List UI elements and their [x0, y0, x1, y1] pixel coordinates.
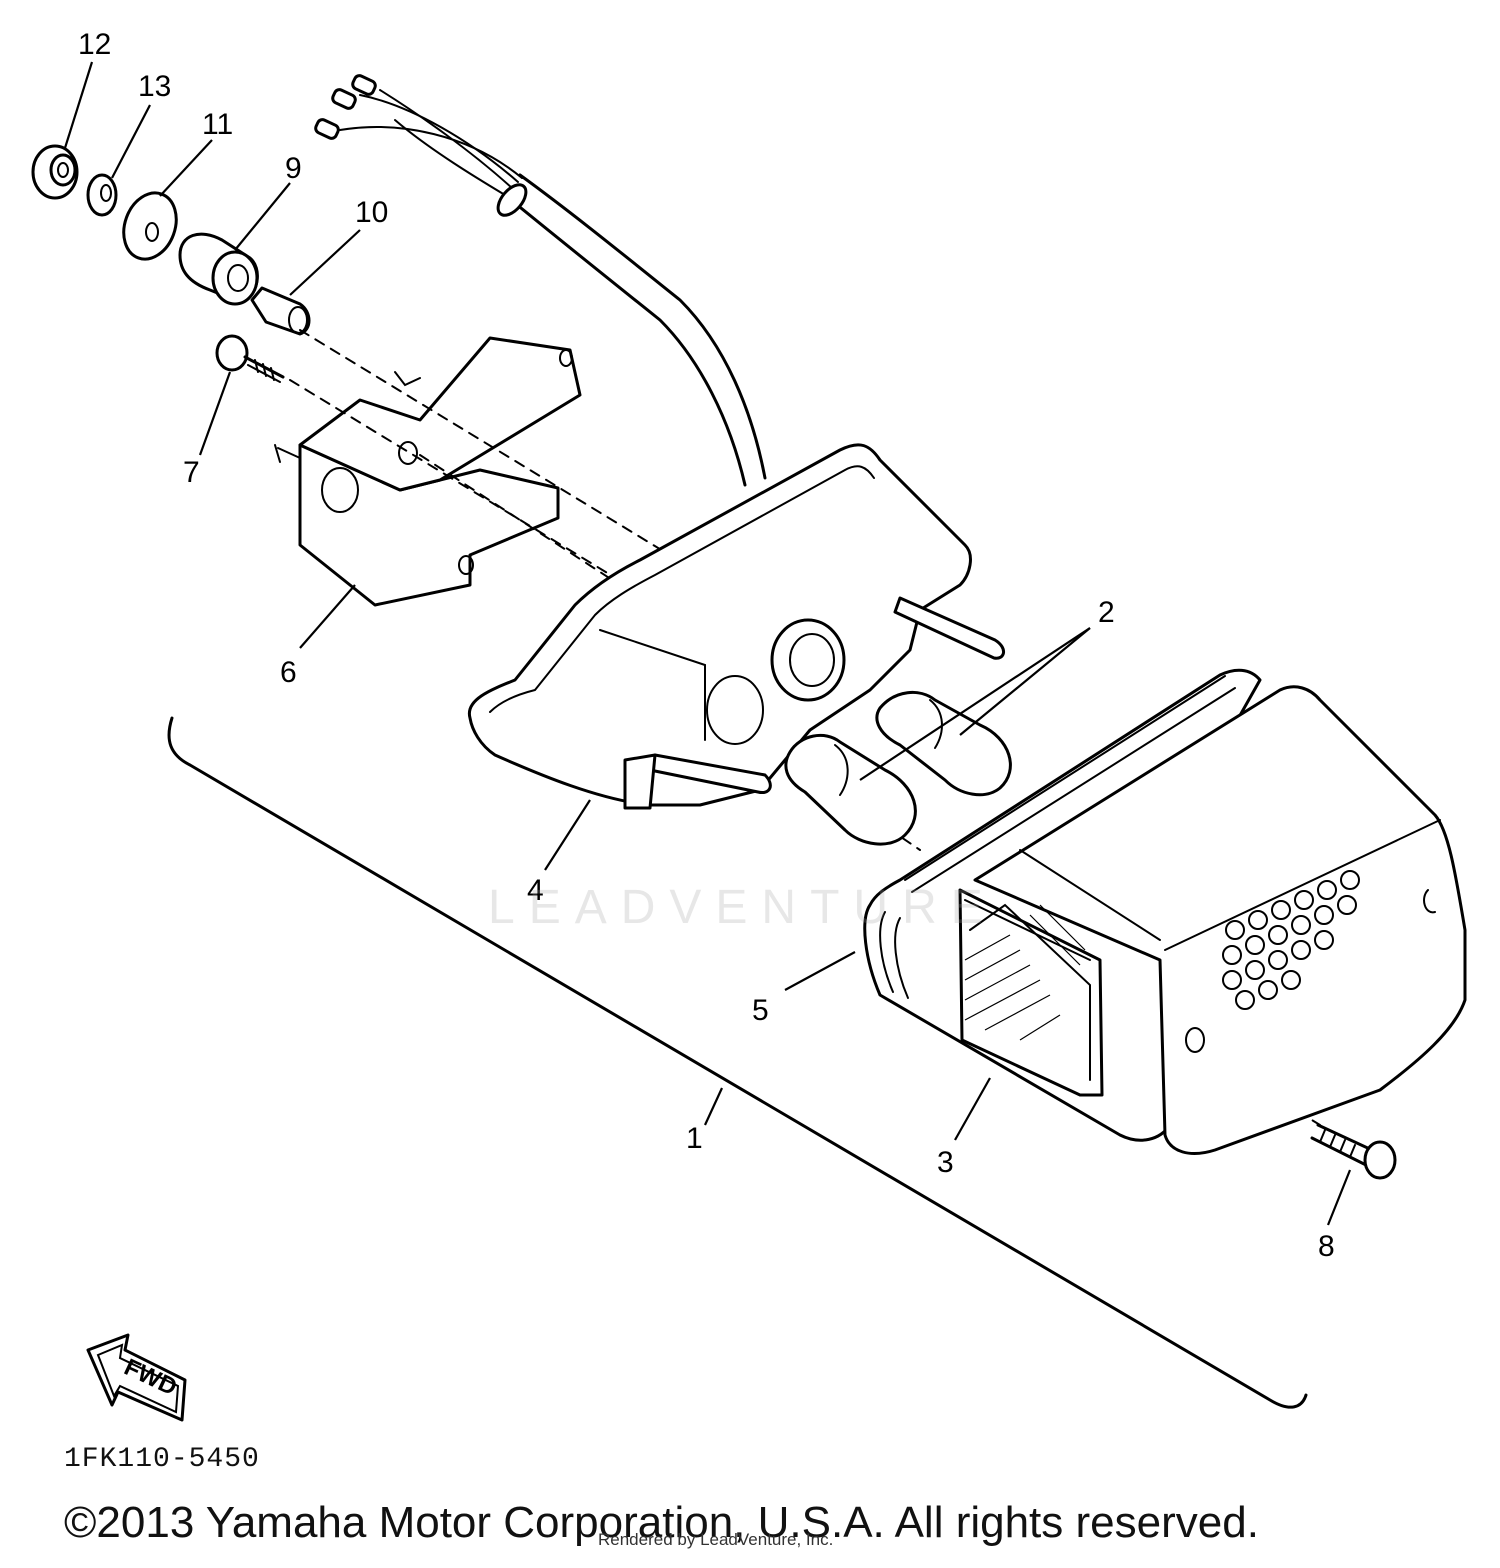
collar-10 — [250, 286, 311, 336]
callout-10: 10 — [355, 196, 388, 229]
reflector-cells — [1222, 870, 1360, 1010]
rendered-by-note: Rendered by LeadVenture, Inc. — [598, 1530, 834, 1549]
screw-7 — [215, 334, 285, 383]
lens-3 — [958, 685, 1467, 1155]
bulb-2a — [875, 690, 1012, 797]
washer-13 — [86, 173, 118, 217]
screw-8 — [1310, 1123, 1397, 1180]
bracket-6 — [274, 336, 582, 607]
wire-harness — [314, 74, 767, 487]
watermark-text: LEADVENTURE — [488, 881, 997, 934]
callout-9: 9 — [285, 152, 302, 185]
callout-12: 12 — [78, 28, 111, 61]
base-plate-outline — [167, 716, 1308, 1409]
callout-4: 4 — [527, 874, 544, 907]
callout-2: 2 — [1098, 596, 1115, 629]
reference-code: 1FK110-5450 — [64, 1444, 260, 1475]
assembly-line-c — [419, 454, 641, 599]
callout-8: 8 — [1318, 1230, 1335, 1263]
washer-11 — [122, 191, 178, 261]
callout-5: 5 — [752, 994, 769, 1027]
callout-11: 11 — [202, 108, 233, 141]
bulb-2b — [784, 733, 917, 846]
copyright-notice: ©2013 Yamaha Motor Corporation, U.S.A. A… — [64, 1498, 1259, 1547]
fwd-arrow-icon: FWD — [86, 1333, 187, 1422]
callout-1: 1 — [686, 1122, 703, 1155]
assembly-line-a — [299, 329, 761, 611]
callout-7: 7 — [183, 456, 200, 489]
assembly-line-b — [289, 379, 661, 606]
callout-13: 13 — [138, 70, 171, 103]
callout-6: 6 — [280, 656, 297, 689]
nut-12 — [31, 144, 79, 200]
grommet-9 — [178, 232, 259, 306]
leader-lines — [63, 61, 1352, 1226]
callout-3: 3 — [937, 1146, 954, 1179]
tail-light-base-4 — [467, 443, 1005, 810]
